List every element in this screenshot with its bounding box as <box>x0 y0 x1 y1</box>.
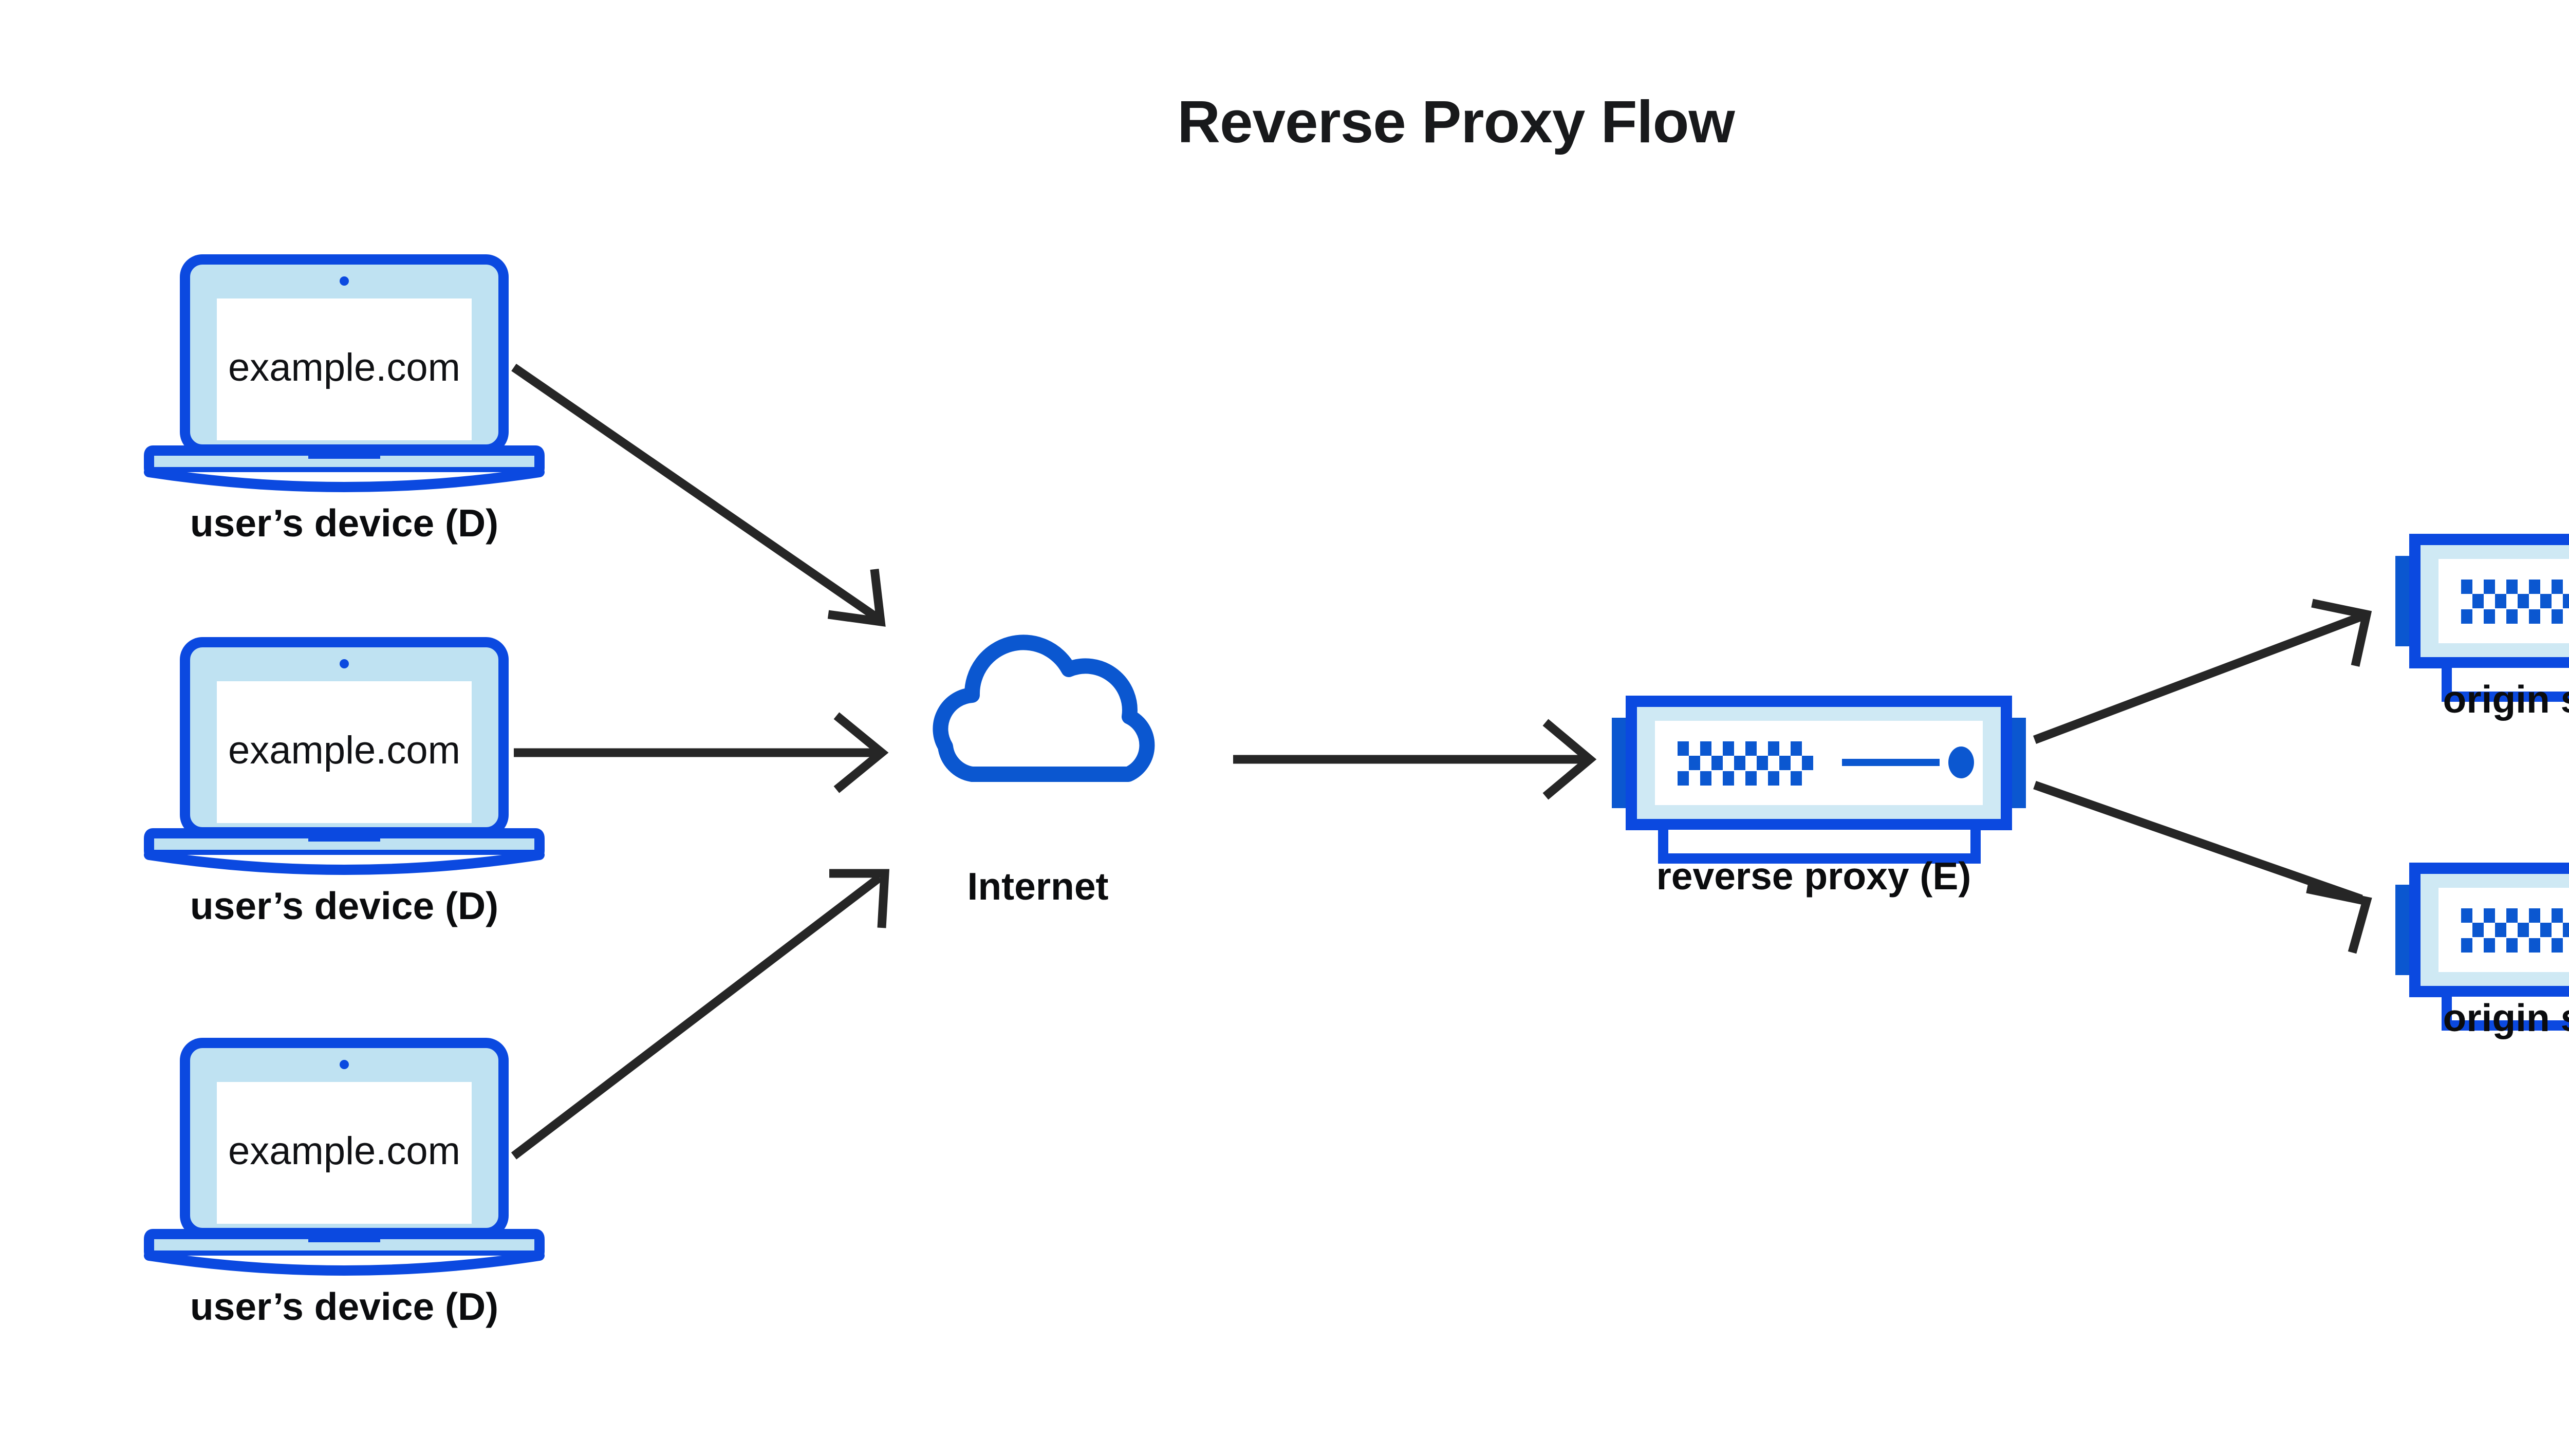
page-title: Reverse Proxy Flow <box>1177 88 1735 155</box>
node-label-origin-2: origin server (F) <box>2443 996 2569 1039</box>
node-label-origin-1: origin server (F) <box>2443 678 2569 721</box>
laptop-screen-text-1: example.com <box>228 346 460 389</box>
server-icon-reverse-proxy <box>1612 701 2026 858</box>
laptop-screen-text-2: example.com <box>228 729 460 772</box>
arrow-proxy-to-origin2 <box>2033 780 2372 954</box>
node-label-internet: Internet <box>967 865 1109 908</box>
arrow-client1-to-internet <box>511 364 886 627</box>
node-label-client-1: user’s device (D) <box>190 501 499 545</box>
arrow-client3-to-internet <box>511 869 889 1160</box>
laptop-screen-text-3: example.com <box>228 1129 460 1173</box>
server-icon-origin-1 <box>2395 539 2569 697</box>
arrow-proxy-to-origin1 <box>2033 599 2372 744</box>
arrow-client2-to-internet <box>514 712 889 793</box>
node-label-client-3: user’s device (D) <box>190 1285 499 1328</box>
node-label-client-2: user’s device (D) <box>190 884 499 927</box>
cloud-icon-internet <box>940 642 1147 774</box>
node-label-reverse-proxy: reverse proxy (E) <box>1656 854 1971 898</box>
arrow-internet-to-proxy <box>1233 719 1597 800</box>
